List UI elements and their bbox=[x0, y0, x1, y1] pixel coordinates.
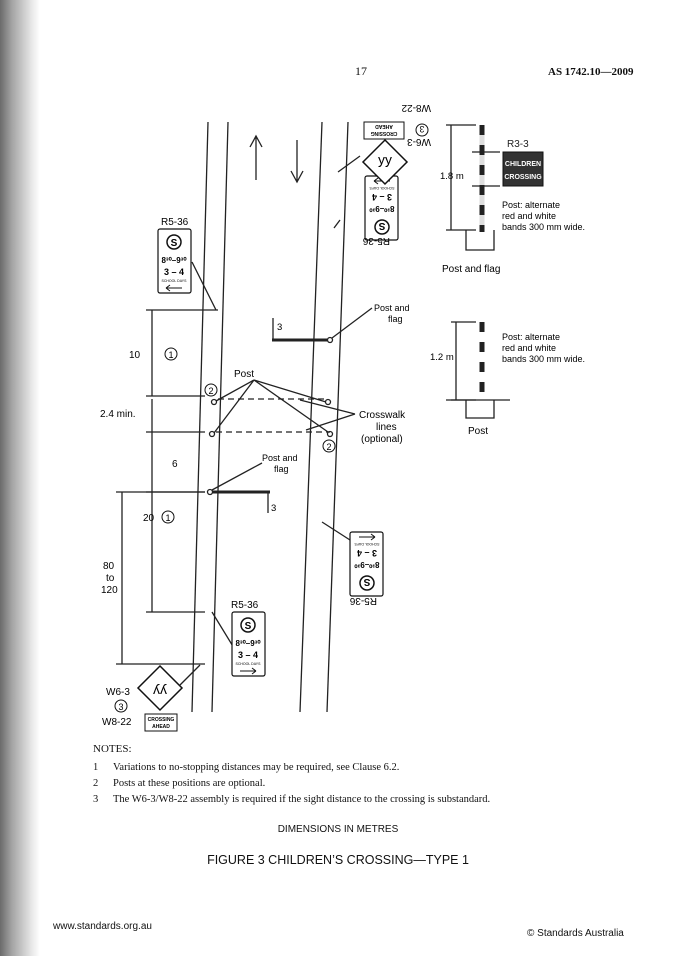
svg-text:flag: flag bbox=[274, 464, 289, 474]
page-number: 17 bbox=[355, 64, 367, 78]
svg-text:6: 6 bbox=[172, 459, 178, 470]
svg-text:20: 20 bbox=[143, 513, 155, 524]
svg-text:3 – 4: 3 – 4 bbox=[357, 548, 377, 558]
svg-text:W6-3: W6-3 bbox=[407, 136, 431, 147]
standard-number: AS 1742.10—2009 bbox=[548, 66, 634, 78]
svg-text:ʎʎ: ʎʎ bbox=[153, 681, 167, 697]
svg-text:3: 3 bbox=[118, 702, 123, 712]
svg-text:S: S bbox=[378, 220, 385, 231]
svg-text:S: S bbox=[171, 238, 178, 249]
scan-shadow bbox=[0, 0, 40, 956]
svg-text:2: 2 bbox=[208, 386, 213, 396]
svg-text:red and white: red and white bbox=[502, 343, 556, 353]
svg-text:Crosswalk: Crosswalk bbox=[359, 410, 406, 421]
svg-text:3 – 4: 3 – 4 bbox=[372, 192, 392, 202]
svg-text:SCHOOL DAYS: SCHOOL DAYS bbox=[354, 542, 380, 546]
crossing-diagram: CHILDREN CROSSING R3-3 S 8³⁰–9³⁰ 3 – 4 S… bbox=[100, 102, 585, 732]
svg-text:3 – 4: 3 – 4 bbox=[238, 650, 258, 660]
svg-text:flag: flag bbox=[388, 314, 403, 324]
svg-text:to: to bbox=[106, 573, 115, 584]
svg-text:Post: Post bbox=[234, 369, 254, 380]
footer-website: www.standards.org.au bbox=[53, 921, 152, 932]
svg-text:bands 300 mm wide.: bands 300 mm wide. bbox=[502, 354, 585, 364]
svg-text:120: 120 bbox=[101, 585, 118, 596]
svg-text:AHEAD: AHEAD bbox=[152, 724, 170, 730]
figure-caption: FIGURE 3 CHILDREN’S CROSSING—TYPE 1 bbox=[207, 853, 469, 867]
svg-text:S: S bbox=[363, 576, 370, 587]
w6-3-sign-top: CROSSING AHEAD ʎʎ bbox=[361, 121, 409, 186]
w6-3-sign-bottom: ʎʎ CROSSING AHEAD bbox=[136, 664, 184, 732]
svg-text:8³⁰–9³⁰: 8³⁰–9³⁰ bbox=[369, 204, 395, 213]
dimensions-caption: DIMENSIONS IN METRES bbox=[277, 824, 399, 835]
w6-3-label-bottom: W6-3 bbox=[106, 687, 130, 698]
svg-text:Post: alternate: Post: alternate bbox=[502, 200, 560, 210]
r5-36-sign-lower-right: S 8³⁰–9³⁰ 3 – 4 SCHOOL DAYS bbox=[349, 531, 384, 597]
svg-text:SCHOOL DAYS: SCHOOL DAYS bbox=[162, 279, 188, 283]
svg-text:CROSSING: CROSSING bbox=[371, 130, 398, 136]
svg-text:8³⁰–9³⁰: 8³⁰–9³⁰ bbox=[354, 560, 380, 569]
svg-text:1: 1 bbox=[168, 350, 173, 360]
svg-text:Post: alternate: Post: alternate bbox=[502, 332, 560, 342]
svg-text:red and white: red and white bbox=[502, 211, 556, 221]
footer-copyright: © Standards Australia bbox=[527, 928, 624, 939]
svg-text:1.2 m: 1.2 m bbox=[430, 352, 454, 363]
r5-36-sign-top-right: S 8³⁰–9³⁰ 3 – 4 SCHOOL DAYS bbox=[364, 175, 399, 241]
svg-text:bands 300 mm wide.: bands 300 mm wide. bbox=[502, 222, 585, 232]
r5-36-sign-top-left: S 8³⁰–9³⁰ 3 – 4 SCHOOL DAYS bbox=[157, 228, 192, 294]
svg-text:SCHOOL DAYS: SCHOOL DAYS bbox=[236, 662, 262, 666]
r5-36-sign-lower-left: S 8³⁰–9³⁰ 3 – 4 SCHOOL DAYS bbox=[231, 611, 266, 677]
svg-text:3: 3 bbox=[419, 124, 424, 134]
svg-text:3 – 4: 3 – 4 bbox=[164, 267, 184, 277]
svg-text:Post: Post bbox=[468, 426, 488, 437]
svg-text:8³⁰–9³⁰: 8³⁰–9³⁰ bbox=[161, 256, 187, 265]
svg-text:8³⁰–9³⁰: 8³⁰–9³⁰ bbox=[235, 639, 261, 648]
svg-text:ʎʎ: ʎʎ bbox=[378, 154, 392, 170]
svg-text:3: 3 bbox=[277, 322, 282, 333]
svg-text:80: 80 bbox=[103, 561, 115, 572]
svg-text:1.8 m: 1.8 m bbox=[440, 171, 464, 182]
r5-36-label-lower-right: R5-36 bbox=[349, 595, 377, 606]
r5-36-label-lower-left: R5-36 bbox=[231, 600, 259, 611]
svg-text:2.4 min.: 2.4 min. bbox=[100, 409, 136, 420]
crossing-label: CROSSING bbox=[504, 174, 542, 181]
svg-text:S: S bbox=[245, 621, 252, 632]
svg-text:1: 1 bbox=[165, 513, 170, 523]
svg-text:SCHOOL DAYS: SCHOOL DAYS bbox=[369, 186, 395, 190]
w8-22-label-bottom: W8-22 bbox=[102, 717, 132, 728]
svg-text:3: 3 bbox=[271, 503, 276, 514]
r5-36-label-top-right: R5-36 bbox=[362, 235, 390, 246]
r3-3-label: R3-3 bbox=[507, 139, 529, 150]
svg-text:2: 2 bbox=[326, 442, 331, 452]
svg-text:CROSSING: CROSSING bbox=[148, 717, 175, 723]
svg-text:AHEAD: AHEAD bbox=[375, 123, 393, 129]
svg-text:Post and: Post and bbox=[262, 453, 298, 463]
svg-text:10: 10 bbox=[129, 350, 141, 361]
svg-text:Post and flag: Post and flag bbox=[442, 264, 500, 275]
notes-heading: NOTES: bbox=[93, 743, 132, 755]
svg-text:lines: lines bbox=[376, 422, 397, 433]
svg-text:W8-22: W8-22 bbox=[401, 102, 431, 113]
r5-36-label-top-left: R5-36 bbox=[161, 217, 189, 228]
svg-text:Post and: Post and bbox=[374, 303, 410, 313]
children-label: CHILDREN bbox=[505, 161, 541, 168]
svg-text:(optional): (optional) bbox=[361, 434, 403, 445]
